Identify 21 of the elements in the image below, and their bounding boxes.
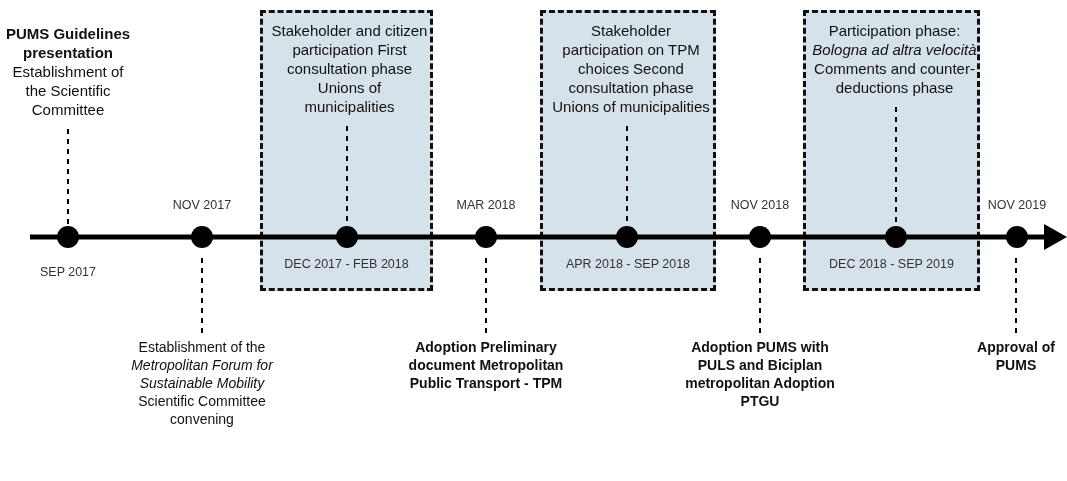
date-label: MAR 2018	[455, 197, 517, 214]
period-box	[803, 10, 980, 291]
event-text: Participation phase: Bologna ad altra velocità Comments and counter-deductions phase	[811, 21, 978, 97]
date-label: DEC 2017 - FEB 2018	[283, 256, 410, 274]
date-label: APR 2018 - SEP 2018	[564, 256, 692, 274]
event-text: Adoption Preliminary document Metropolitan Public Transport - TPM	[408, 338, 564, 392]
event-text: Establishment of the Metropolitan Forum for Sustainable Mobility Scientific Committee convening	[118, 338, 286, 428]
period-box	[540, 10, 716, 291]
dashed-connector	[67, 128, 69, 227]
event-text: Approval of PUMS	[966, 338, 1066, 374]
date-label: NOV 2019	[986, 197, 1048, 214]
date-label: SEP 2017	[38, 264, 98, 281]
date-label: NOV 2018	[729, 197, 791, 214]
date-label: DEC 2018 - SEP 2019	[828, 256, 955, 274]
event-title: PUMS Guidelines presentation	[4, 24, 132, 62]
date-label: NOV 2017	[171, 197, 233, 214]
event-text: Stakeholder participation on TPM choices Second consultation phase Unions of municipalities	[549, 21, 713, 116]
event-text: Adoption PUMS with PULS and Biciplan metropolitan Adoption PTGU	[684, 338, 836, 410]
period-box	[260, 10, 433, 291]
event-text: Stakeholder and citizen participation First consultation phase Unions of municipalities	[271, 21, 428, 116]
event-text: Establishment of the Scientific Committee	[11, 62, 125, 119]
